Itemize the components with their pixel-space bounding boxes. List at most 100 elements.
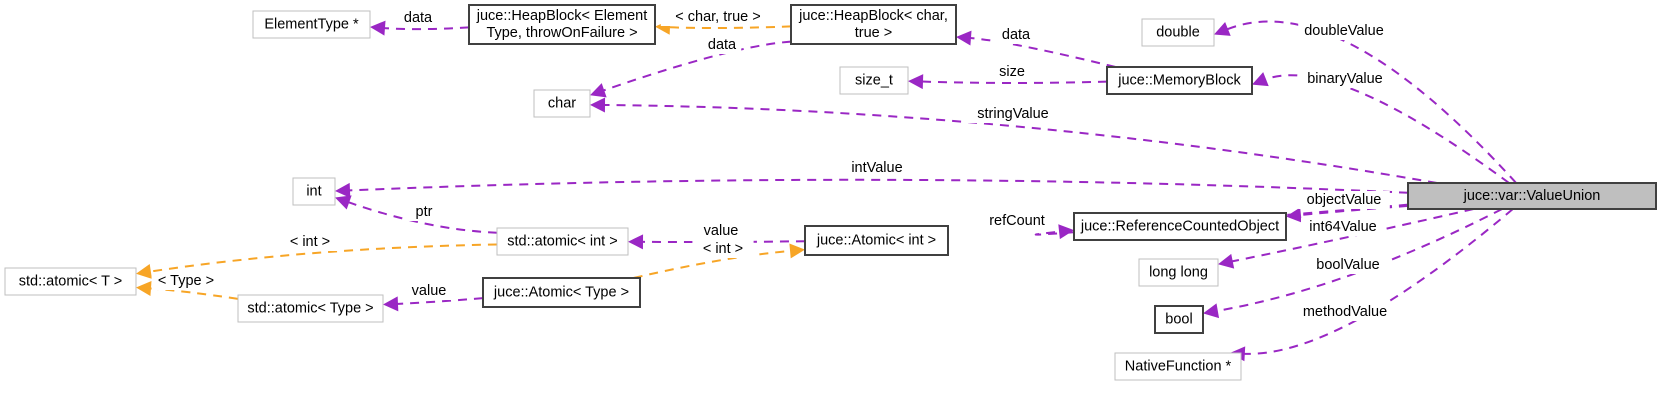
node-label: char [548,95,576,111]
edge-arrowhead [908,74,924,90]
label-backdrop [1309,256,1387,274]
edge-label-e-stringval: stringValue [967,105,1059,123]
node-label: std::atomic< int > [507,233,617,249]
label-backdrop [408,203,440,221]
class-node-size_t[interactable]: size_t [839,66,909,95]
class-node-std_atomic_int[interactable]: std::atomic< int > [496,227,629,256]
class-node-int[interactable]: int [292,177,336,206]
class-node-std_atomic_t[interactable]: std::atomic< T > [4,267,137,296]
edge-e-data-1 [382,26,470,31]
node-border [1138,258,1219,287]
edge-arrowhead [1286,207,1302,223]
edge-label-e-atomicint: < int > [692,240,754,258]
edge-e-binaryval [1263,74,1510,184]
edge-arrowhead [590,97,606,113]
edge-arrowhead [335,195,352,210]
class-node-bool[interactable]: bool [1154,305,1204,334]
edge-label-e-data-2: data [702,36,742,54]
edge-arrowhead [1214,22,1231,36]
edge-label-e-chartrue: < char, true > [660,8,776,26]
class-node-std_atomic_type[interactable]: std::atomic< Type > [237,294,384,323]
node-label: NativeFunction * [1125,358,1232,374]
label-text: ptr [416,204,433,220]
edge-arrowhead [335,182,351,198]
node-label: ElementType * [264,16,359,32]
edge-e-data-2 [601,40,792,92]
node-label: Type, throwOnFailure > [486,25,637,41]
class-node-heapblock_element[interactable]: juce::HeapBlock< ElementType, throwOnFai… [468,4,656,45]
edge-label-e-refcount: refCount [982,212,1052,230]
node-border [1073,212,1287,241]
class-node-valueunion[interactable]: juce::var::ValueUnion [1407,182,1657,210]
edge-e-doubleval [1225,20,1517,184]
edge-label-e-int64val: int64Value [1301,218,1385,236]
label-text: refCount [989,213,1045,229]
class-node-double[interactable]: double [1141,18,1215,47]
node-border [804,225,949,256]
label-text: binaryValue [1307,71,1383,87]
node-label: juce::Atomic< Type > [493,284,629,300]
edge-label-e-ptr: ptr [408,203,440,221]
label-text: < int > [290,234,330,250]
edge-label-e-typetempl: < Type > [151,272,221,290]
edge-arrowhead [1252,72,1269,87]
edge-arrowhead [383,296,399,312]
label-text: objectValue [1307,192,1382,208]
node-border [4,267,137,296]
label-backdrop [842,159,912,177]
class-node-juce_atomic_type[interactable]: juce::Atomic< Type > [482,277,641,308]
node-label: size_t [855,72,893,88]
class-node-long_long[interactable]: long long [1138,258,1219,287]
node-border [1407,182,1657,210]
label-text: value [704,223,739,239]
edge-e-intval [347,178,1409,194]
class-node-elementtype_ptr[interactable]: ElementType * [252,10,371,39]
label-backdrop [1299,70,1391,88]
edge-label-e-intval: intValue [842,159,912,177]
edge-e-size [920,80,1108,84]
label-backdrop [692,240,754,258]
class-node-memoryblock[interactable]: juce::MemoryBlock [1106,66,1253,95]
label-backdrop [1298,22,1390,40]
label-backdrop [279,233,341,251]
edge-e-data-3 [968,36,1116,68]
node-label: bool [1165,311,1192,327]
edge-e-atomicint [633,249,793,279]
class-node-refcountedobject[interactable]: juce::ReferenceCountedObject [1073,212,1287,241]
node-border [790,4,957,45]
class-node-juce_atomic_int[interactable]: juce::Atomic< int > [804,225,949,256]
node-border [468,4,656,45]
label-text: data [708,37,737,53]
edge-e-int64val [1230,208,1474,263]
node-border [482,277,641,308]
label-backdrop [992,63,1032,81]
node-label: int [306,183,321,199]
node-border [1141,18,1215,47]
label-backdrop [398,9,438,27]
label-text: boolValue [1316,257,1379,273]
node-label: long long [1149,264,1208,280]
label-backdrop [406,282,452,300]
edge-label-e-methodval: methodValue [1299,303,1391,321]
edge-label-e-int-templ: < int > [279,233,341,251]
label-backdrop [151,272,221,290]
edge-e-boolval [1215,208,1503,313]
node-border [237,294,384,323]
label-backdrop [1298,191,1390,209]
class-node-nativefunction[interactable]: NativeFunction * [1114,352,1242,381]
label-text: < int > [703,241,743,257]
node-border [496,227,629,256]
edge-label-e-objectval: objectValue [1298,191,1390,209]
edges-layer [136,19,1517,362]
node-label: juce::Atomic< int > [816,232,936,248]
edge-arrowhead [1203,303,1220,319]
class-node-char[interactable]: char [533,89,591,118]
node-border [1106,66,1253,95]
edge-label-e-data-1: data [398,9,438,27]
edge-e-stringval [602,103,1438,184]
edge-arrowhead [370,20,386,36]
edge-e-int-templ [148,243,498,273]
class-node-heapblock_char[interactable]: juce::HeapBlock< char,true > [790,4,957,45]
